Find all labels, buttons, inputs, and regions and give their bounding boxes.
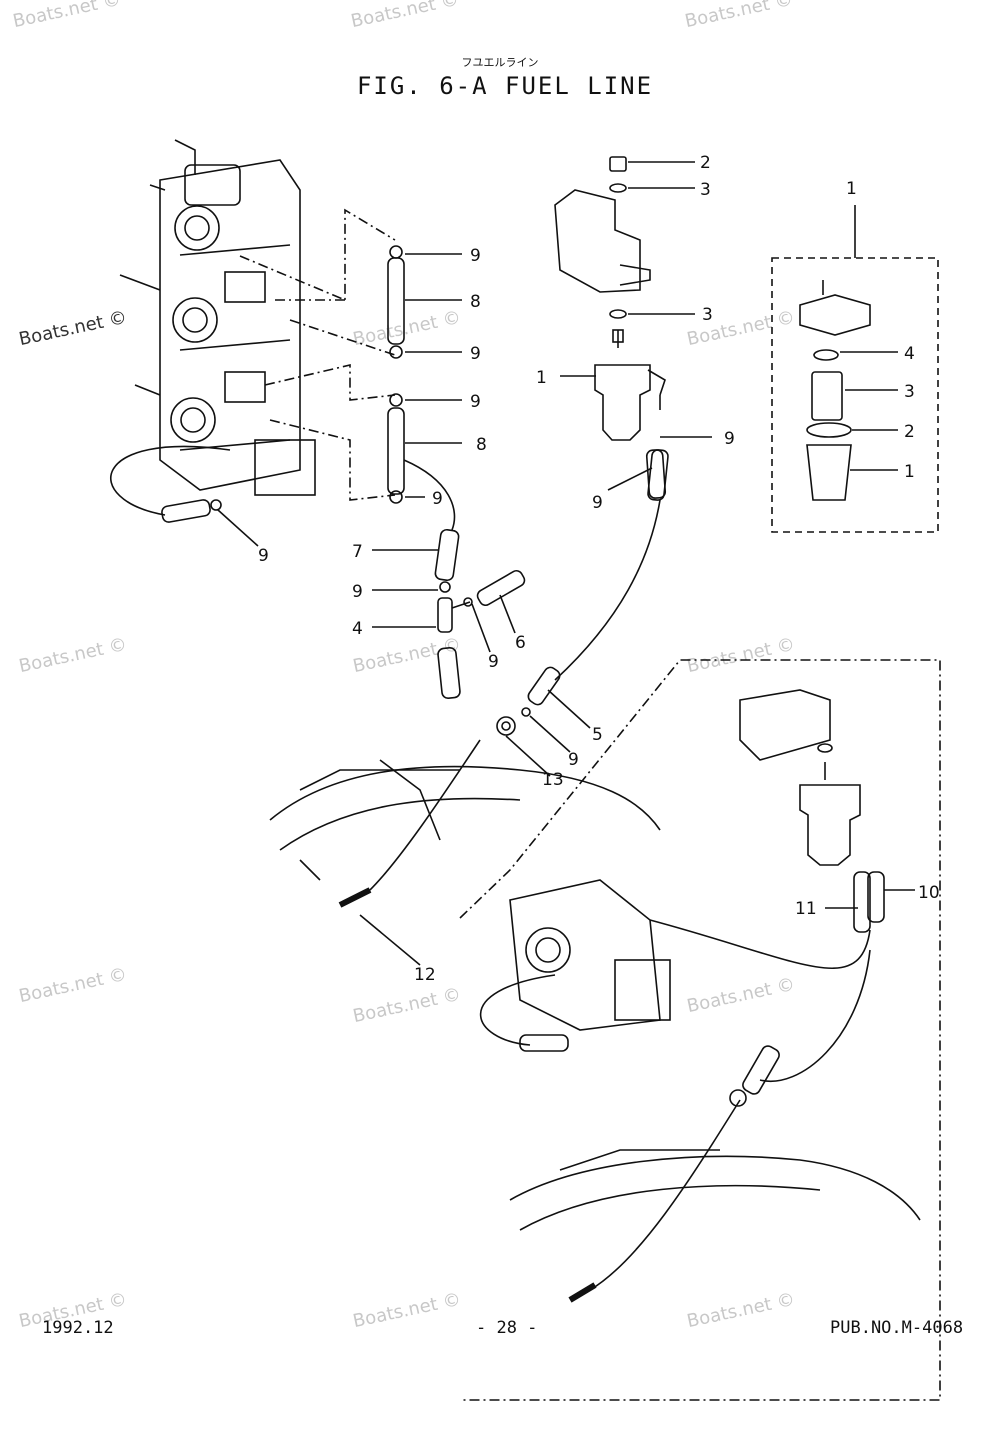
callout-4: 4 — [352, 619, 363, 639]
callout-9: 9 — [488, 652, 499, 672]
callout-9: 9 — [568, 750, 579, 770]
callout-12: 12 — [414, 965, 436, 985]
hose-8-lower — [387, 407, 405, 495]
fuel-filter — [594, 329, 666, 441]
hose-5 — [527, 666, 561, 706]
callout-2: 2 — [700, 153, 711, 173]
callout-9: 9 — [470, 246, 481, 266]
filter-element — [811, 371, 843, 421]
footer-publication-number: PUB.NO.M-4068 — [830, 1318, 964, 1338]
filter-cup — [806, 444, 852, 501]
carburetor-stack — [119, 139, 316, 496]
callout-9: 9 — [724, 429, 735, 449]
callout-4: 4 — [904, 344, 915, 364]
hose-7 — [434, 528, 460, 582]
callout-9: 9 — [258, 546, 269, 566]
callout-3: 3 — [700, 180, 711, 200]
callout-11: 11 — [795, 899, 817, 919]
fuel-line-12 — [369, 739, 481, 891]
callout-1: 1 — [846, 179, 857, 199]
filter-bracket — [554, 189, 651, 293]
callout-1: 1 — [536, 368, 547, 388]
filter-kit-box — [771, 257, 939, 533]
return-hose — [110, 445, 231, 516]
callout-8: 8 — [470, 292, 481, 312]
callout-9: 9 — [470, 392, 481, 412]
grommet-13 — [496, 716, 516, 736]
footer-page-number: - 28 - — [476, 1318, 538, 1338]
callout-10: 10 — [918, 883, 940, 903]
callout-5: 5 — [592, 725, 603, 745]
carburetor-leaders — [239, 208, 396, 501]
callout-7: 7 — [352, 542, 363, 562]
callout-9: 9 — [470, 344, 481, 364]
callout-13: 13 — [542, 770, 564, 790]
callout-1: 1 — [904, 462, 915, 482]
callout-2: 2 — [904, 422, 915, 442]
callout-9: 9 — [432, 489, 443, 509]
footer-date: 1992.12 — [42, 1318, 114, 1338]
callout-leaders — [217, 161, 915, 966]
joint-4 — [437, 597, 453, 633]
lower-cowl-upper — [269, 759, 661, 881]
hose-6 — [476, 569, 526, 607]
callout-labels: 2 3 3 1 9 9 1 4 3 2 1 9 8 9 9 8 9 9 7 9 … — [258, 153, 940, 985]
callout-3: 3 — [904, 382, 915, 402]
callout-9: 9 — [592, 493, 603, 513]
callout-6: 6 — [515, 633, 526, 653]
callout-8: 8 — [476, 435, 487, 455]
nut-2 — [609, 156, 627, 172]
callout-3: 3 — [702, 305, 713, 325]
callout-9: 9 — [352, 582, 363, 602]
hose-8-upper — [387, 257, 405, 345]
fuel-line-main — [554, 499, 661, 681]
title-japanese: フユエルライン — [461, 56, 539, 69]
figure-title: FIG. 6-A FUEL LINE — [356, 72, 654, 100]
